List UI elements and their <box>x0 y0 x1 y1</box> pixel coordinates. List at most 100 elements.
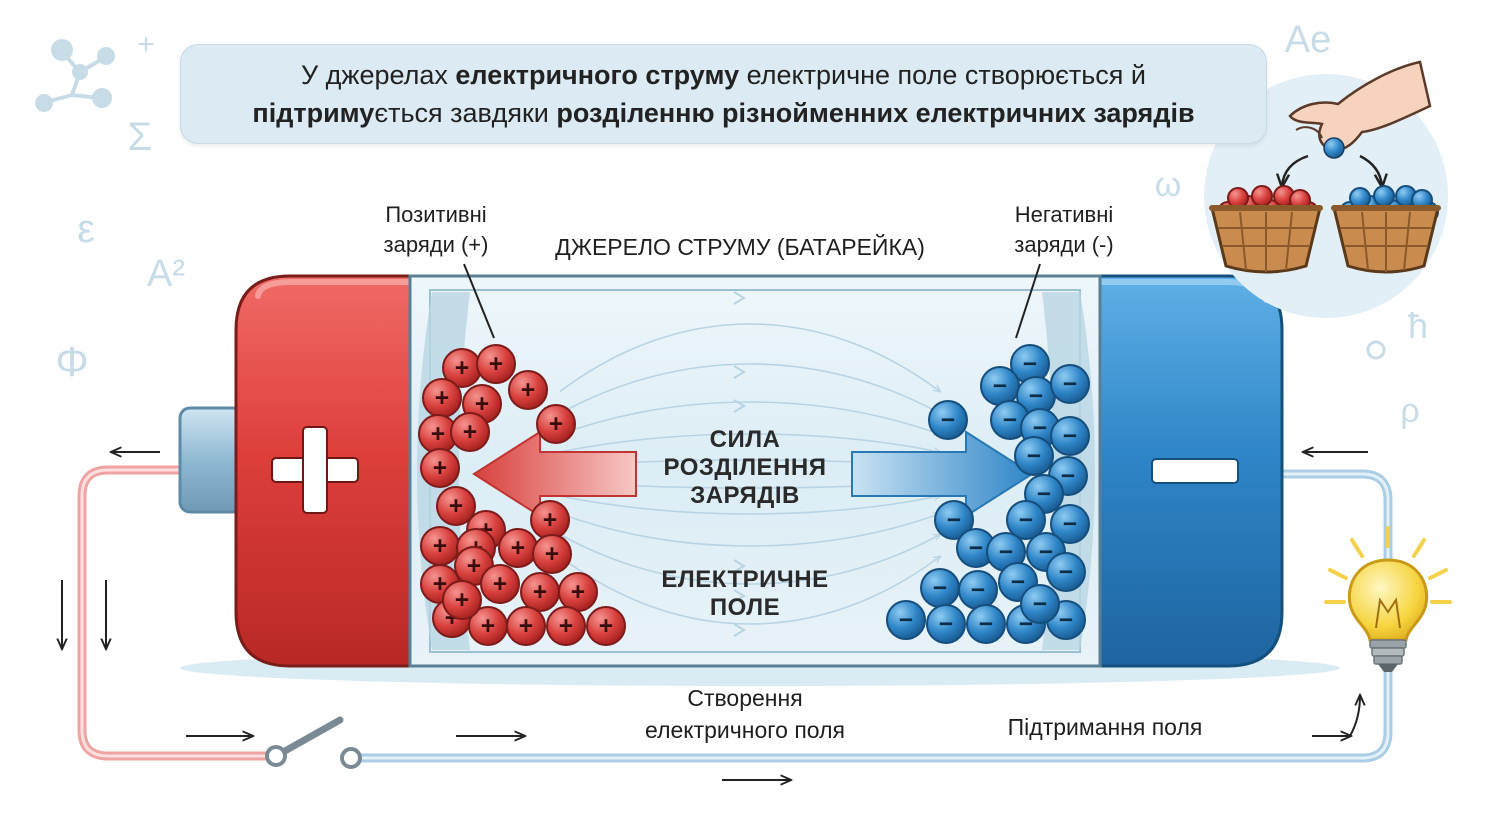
decor-symbol: ω <box>1155 166 1182 204</box>
positive-charge: + <box>480 564 520 604</box>
current-direction-arrows <box>62 452 1368 780</box>
negative-charge: − <box>1046 552 1086 592</box>
field-line <box>559 514 940 547</box>
field-line <box>559 363 940 414</box>
svg-text:−: − <box>1059 607 1073 634</box>
basket-blue-ball <box>1373 185 1395 207</box>
positive-charge: + <box>468 606 508 646</box>
field-line <box>559 496 940 515</box>
svg-text:+: + <box>493 571 507 598</box>
svg-text:+: + <box>533 579 547 606</box>
positive-charge: + <box>546 606 586 646</box>
svg-text:−: − <box>1019 507 1033 534</box>
positive-charge: + <box>530 500 570 540</box>
positive-charge: + <box>536 404 576 444</box>
svg-text:−: − <box>993 373 1007 400</box>
hand-icon <box>1288 60 1432 152</box>
decor-symbol: Ae <box>1285 19 1331 61</box>
field-line <box>559 323 940 392</box>
negative-charge: − <box>1050 416 1090 456</box>
hand-sorting-charges <box>1204 60 1448 318</box>
positive-charges-label: Позитивні заряди (+) <box>356 200 516 260</box>
svg-text:−: − <box>1063 371 1077 398</box>
svg-text:−: − <box>1027 443 1041 470</box>
svg-text:+: + <box>519 613 533 640</box>
field-arrowhead <box>733 559 746 573</box>
field-line <box>559 535 940 585</box>
decor-symbol: ρ <box>1400 392 1419 430</box>
minus-icon <box>1151 458 1239 484</box>
svg-text:+: + <box>467 553 481 580</box>
header-line-2: підтримується завдяки розділенню різнойм… <box>252 94 1194 132</box>
negative-charge: − <box>986 532 1026 572</box>
molecule-icon <box>35 39 115 112</box>
decor-symbol: ε <box>77 207 95 251</box>
negative-charge: − <box>956 528 996 568</box>
svg-text:−: − <box>1029 383 1043 410</box>
battery-title: ДЖЕРЕЛО СТРУМУ (БАТАРЕЙКА) <box>555 234 925 260</box>
field-arrowhead <box>733 365 746 379</box>
decor-symbol: Φ <box>55 338 89 385</box>
positive-charge: + <box>442 580 482 620</box>
svg-text:−: − <box>969 535 983 562</box>
svg-text:+: + <box>511 535 525 562</box>
basket-red-ball <box>1251 185 1273 207</box>
negative-charge: − <box>934 500 974 540</box>
decor-symbol: Σ <box>128 115 153 159</box>
negative-label-line-2: заряди (-) <box>1014 232 1114 257</box>
svg-text:−: − <box>1003 407 1017 434</box>
header-text-run: розділенню різнойменних електричних заря… <box>556 98 1195 128</box>
positive-charge: + <box>450 412 490 452</box>
field-label-line-2: ПОЛЕ <box>709 594 781 621</box>
svg-text:−: − <box>941 407 955 434</box>
svg-text:+: + <box>433 455 447 482</box>
negative-charge: − <box>920 568 960 608</box>
field-arrowhead <box>733 589 746 603</box>
force-label-line-3: ЗАРЯДІВ <box>690 482 800 509</box>
svg-text:−: − <box>1033 415 1047 442</box>
force-label-line-1: СИЛА <box>709 426 781 453</box>
negative-charge: − <box>1014 436 1054 476</box>
svg-text:−: − <box>1023 351 1037 378</box>
svg-text:+: + <box>475 391 489 418</box>
force-arrow-left <box>472 430 637 518</box>
field-label: ЕЛЕКТРИЧНЕ ПОЛЕ <box>640 566 850 622</box>
decor-symbol: A² <box>147 253 185 295</box>
negative-charge: − <box>1010 344 1050 384</box>
svg-text:+: + <box>435 385 449 412</box>
positive-charge: + <box>498 528 538 568</box>
positive-charge: + <box>558 572 598 612</box>
circuit <box>77 465 1393 763</box>
negative-charge: − <box>1016 376 1056 416</box>
header-line-1: У джерелах електричного струму електричн… <box>301 56 1146 94</box>
field-line <box>559 557 940 625</box>
svg-text:+: + <box>489 351 503 378</box>
positive-charge: + <box>506 606 546 646</box>
negative-charge: − <box>958 570 998 610</box>
negative-charge: − <box>1050 364 1090 404</box>
svg-text:−: − <box>1061 463 1075 490</box>
svg-text:+: + <box>559 613 573 640</box>
basket-icon <box>1209 185 1323 274</box>
svg-text:−: − <box>899 607 913 634</box>
svg-text:−: − <box>1011 569 1025 596</box>
negative-charges: −−−−−−−−−−−−−−−−−−−−−−−−−−− <box>886 344 1090 644</box>
negative-charge: − <box>1020 584 1060 624</box>
svg-text:−: − <box>939 611 953 638</box>
field-label-line-1: ЕЛЕКТРИЧНЕ <box>661 566 829 593</box>
negative-charge: − <box>928 400 968 440</box>
header-text-run: ється завдяки <box>374 98 557 128</box>
field-line <box>559 401 940 434</box>
svg-text:−: − <box>1037 481 1051 508</box>
positive-charge: + <box>508 370 548 410</box>
field-arrowhead <box>733 399 746 413</box>
svg-text:+: + <box>543 507 557 534</box>
svg-text:−: − <box>1039 539 1053 566</box>
switch-icon[interactable] <box>265 716 362 769</box>
header-text-run: електричне поле створюється й <box>739 60 1146 90</box>
svg-text:+: + <box>463 419 477 446</box>
header-banner: У джерелах електричного струму електричн… <box>180 44 1267 144</box>
positive-charge: + <box>520 572 560 612</box>
header-text-run: підтриму <box>252 98 375 128</box>
